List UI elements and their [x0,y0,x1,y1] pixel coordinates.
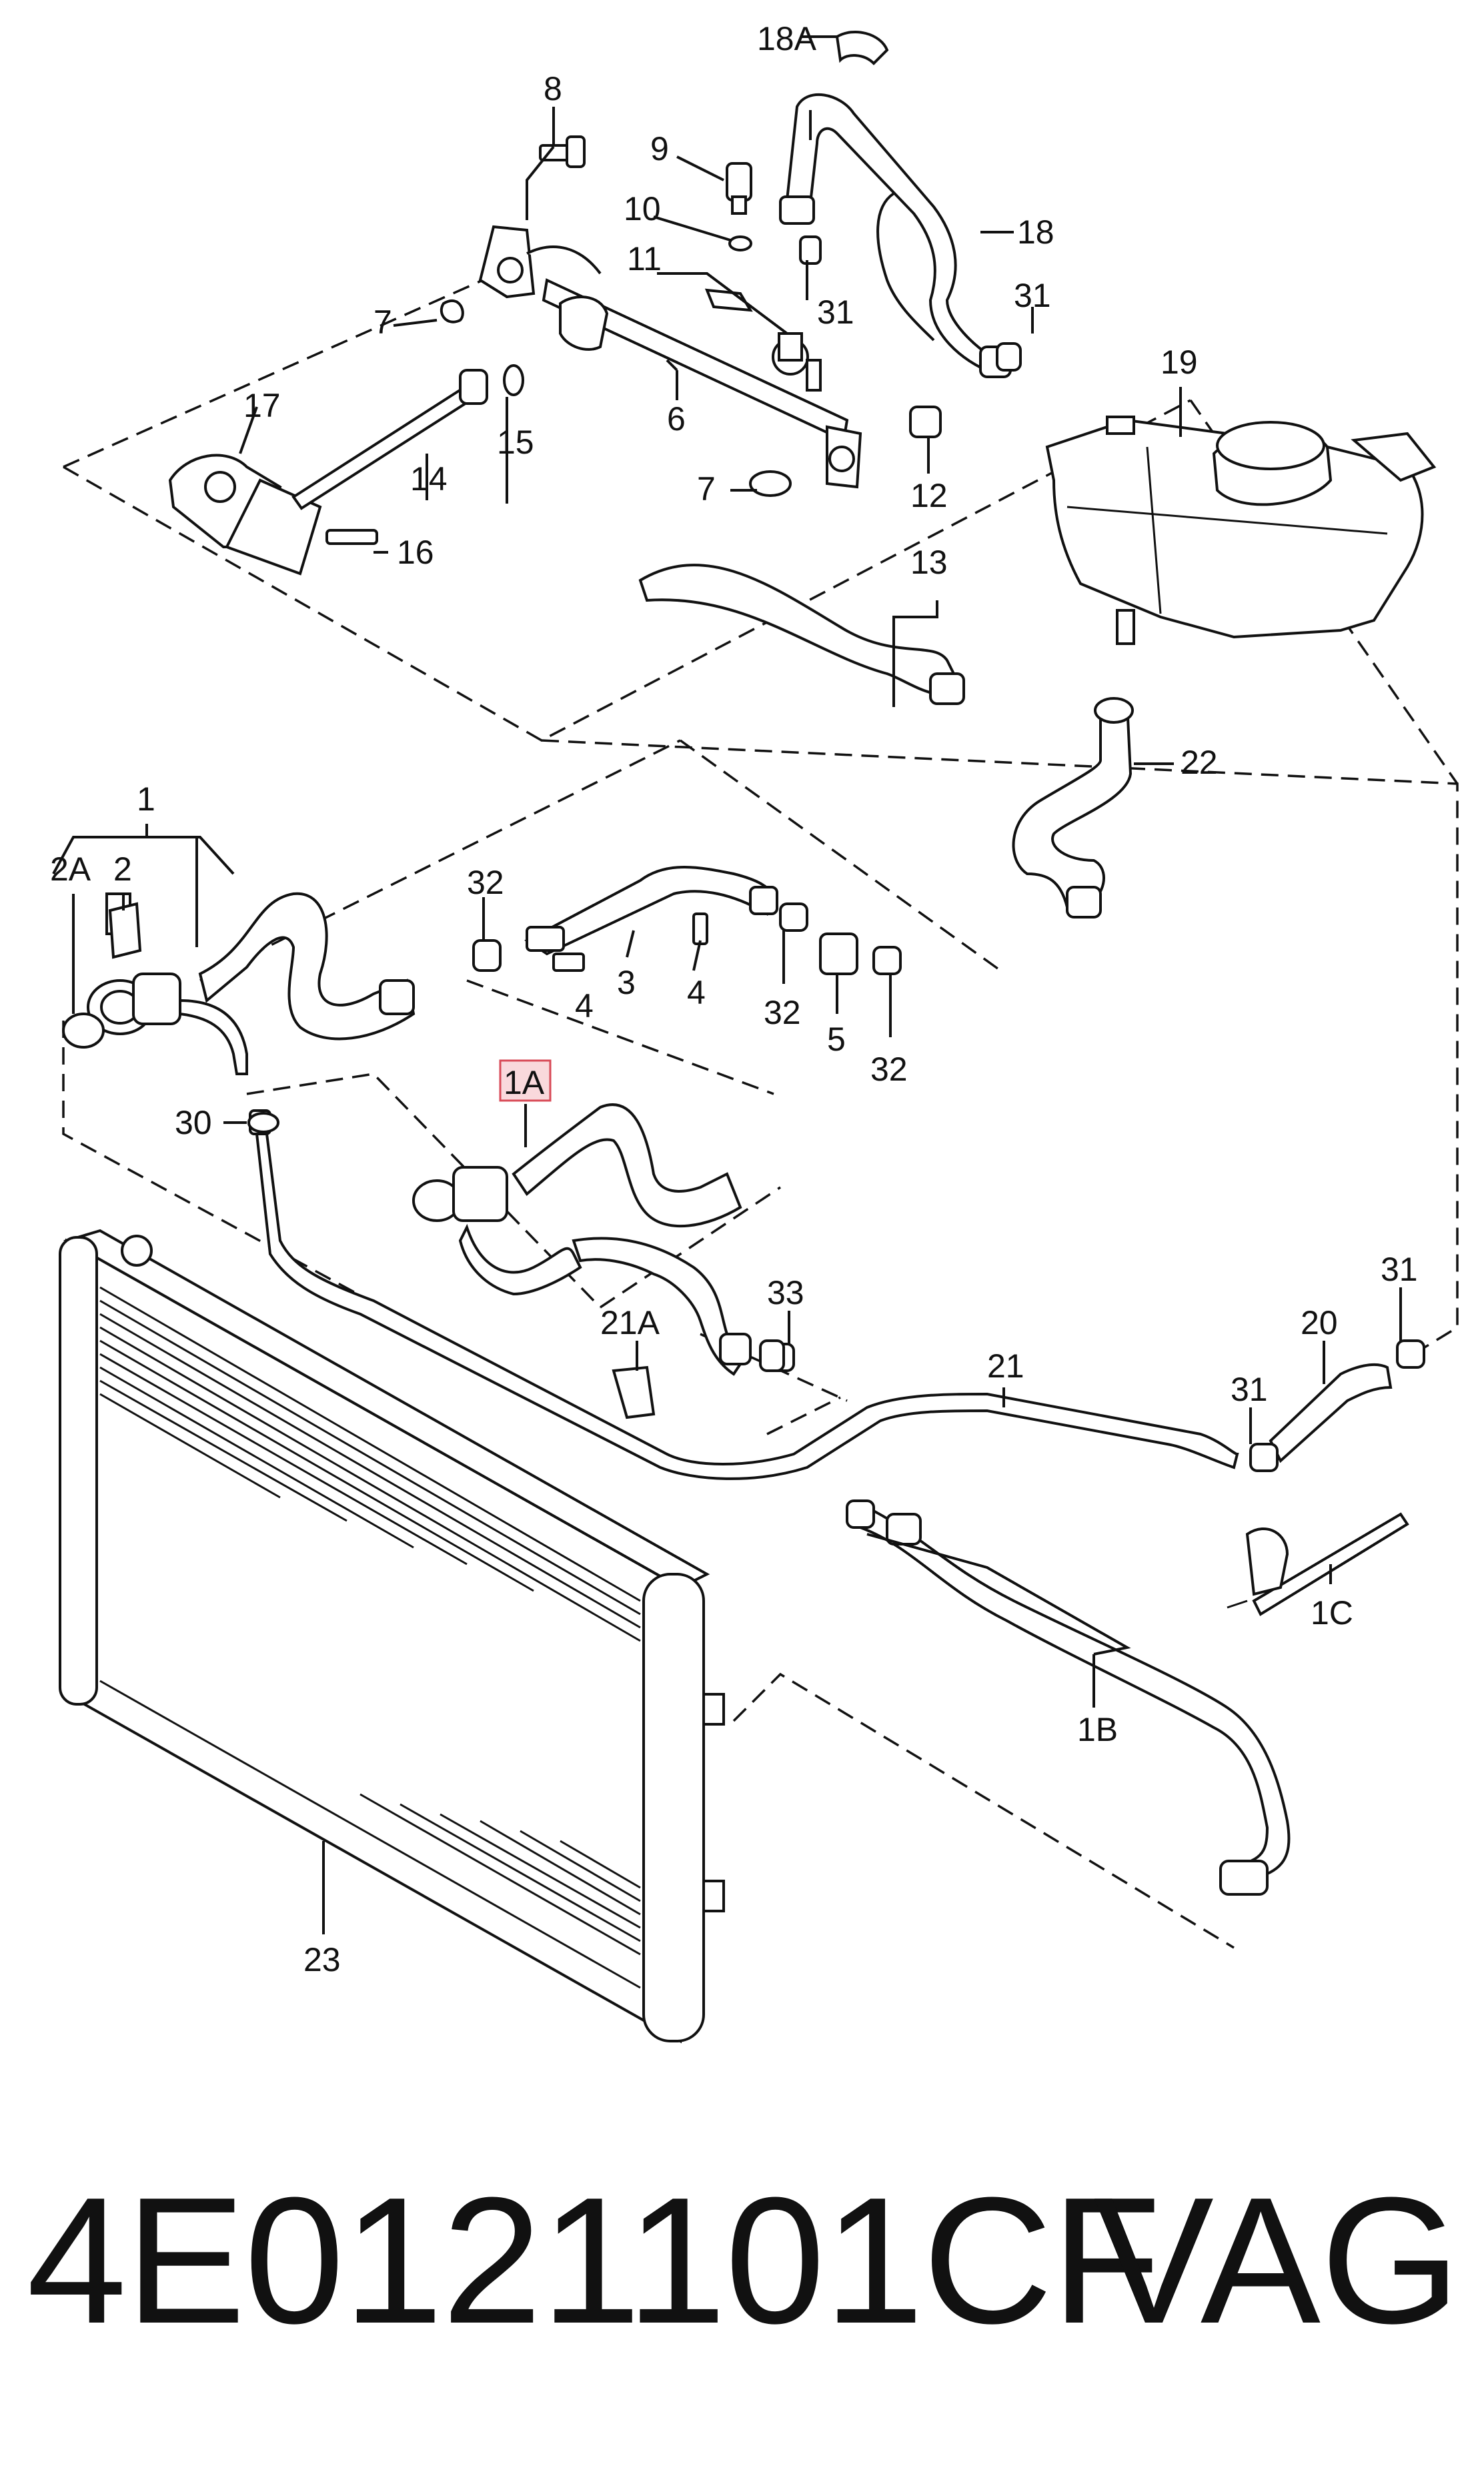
small-clamps [108,235,1022,1372]
callout-labels: 8 9 10 11 6 7 7 15 17 14 16 12 13 18A 18… [50,20,1418,1978]
callout-30: 30 [175,1104,212,1141]
small-fasteners-top [539,135,753,312]
hose-assembly-1a [412,1103,795,1376]
callout-5: 5 [827,1021,846,1058]
callout-14: 14 [410,460,448,498]
part-number: 4E0121101CF [27,2160,1161,2361]
callout-2: 2 [113,850,132,888]
hose-13 [638,406,965,705]
callout-32b: 32 [764,994,801,1031]
callout-7a: 7 [374,303,392,341]
hose-22 [1012,697,1134,918]
callout-18A: 18A [757,20,817,57]
bracket-and-pipe-14 [168,299,792,576]
callout-2A: 2A [50,850,91,888]
coolant-pipe-6 [478,225,862,489]
callout-13: 13 [910,544,948,581]
clip-21a [612,1365,656,1419]
callout-1B: 1B [1077,1711,1118,1748]
hose-20 [1249,1339,1425,1472]
callout-10: 10 [624,190,661,227]
callout-1: 1 [137,780,155,818]
expansion-tank [1045,416,1437,645]
callout-12: 12 [910,477,948,514]
callout-18: 18 [1017,213,1054,251]
callout-21: 21 [987,1347,1024,1385]
callout-19: 19 [1161,344,1198,381]
callout-3: 3 [617,964,636,1001]
callout-6: 6 [667,400,686,438]
callout-8: 8 [544,70,562,107]
callout-1C: 1C [1311,1594,1353,1632]
assembly-boundaries [62,262,1459,1949]
callout-31b: 31 [1014,277,1051,314]
callout-32a: 32 [467,864,504,901]
radiator [59,1229,725,2044]
callout-17: 17 [243,387,281,424]
footer: 4E0121101CF VAG [27,2161,1461,2361]
coolant-system-exploded-diagram: 8 9 10 11 6 7 7 15 17 14 16 12 13 18A 18… [50,20,1459,2044]
callout-32c: 32 [870,1051,908,1088]
callout-33: 33 [767,1274,804,1311]
callout-4a: 4 [575,987,594,1025]
callout-31d: 31 [1381,1251,1418,1288]
callout-16: 16 [397,534,434,571]
brand-name: VAG [1093,2160,1461,2361]
hose-18 [779,30,1012,378]
pipe-3-assembly [472,866,902,975]
callout-11: 11 [627,240,662,277]
callout-9: 9 [650,130,669,167]
leader-lines [52,35,1402,1934]
hose-assembly-1 [62,892,1239,1480]
callout-21A: 21A [600,1304,660,1341]
callout-15: 15 [497,424,534,461]
callout-20: 20 [1301,1304,1338,1341]
callout-1a-highlight [499,1059,552,1102]
callout-7b: 7 [697,470,716,508]
callout-4b: 4 [687,974,706,1011]
callout-31c: 31 [1231,1371,1268,1408]
callout-1A: 1A [504,1064,545,1101]
callout-31a: 31 [817,293,854,331]
callout-23: 23 [303,1941,341,1978]
hose-1b [846,1499,1291,1896]
callout-22: 22 [1181,744,1218,781]
